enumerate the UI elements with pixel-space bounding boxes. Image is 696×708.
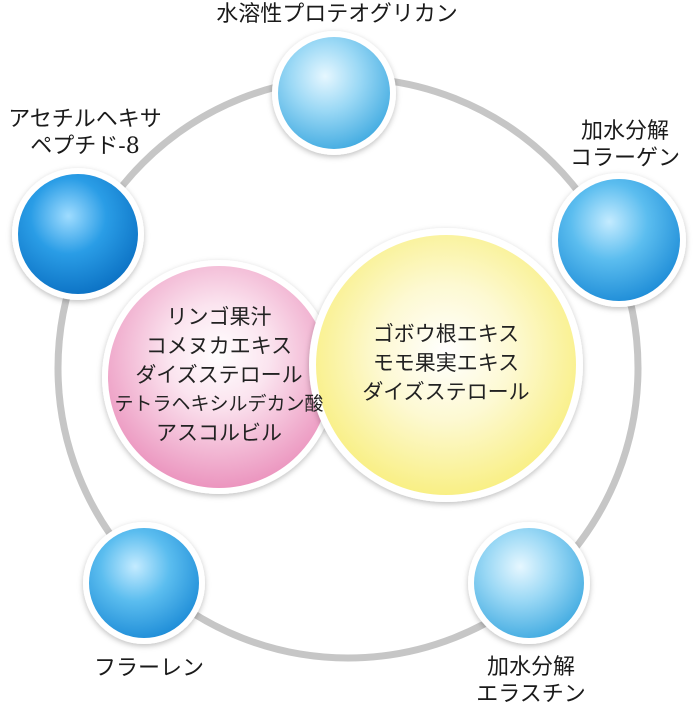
- label-lower-left-line-1: フラーレン: [93, 656, 204, 681]
- label-upper-right-line-1: 加水分解: [580, 119, 669, 144]
- label-lower-right-line-1: 加水分解: [486, 655, 575, 680]
- satellite-circle-upper-right: [552, 173, 686, 307]
- center-right-line-1: ゴボウ根エキス: [372, 322, 520, 346]
- center-left-line-1: リンゴ果汁: [166, 305, 272, 329]
- satellite-circle-upper-left: [12, 168, 144, 300]
- label-upper-right: 加水分解 コラーゲン: [555, 118, 695, 172]
- label-top-line-1: 水溶性プロテオグリカン: [216, 2, 458, 27]
- label-upper-right-line-2: コラーゲン: [569, 146, 680, 171]
- center-left-line-4: テトラヘキシルデカン酸: [114, 393, 324, 415]
- center-pink-circle: [102, 260, 336, 494]
- center-right-line-2: モモ果実エキス: [372, 351, 520, 375]
- label-top: 水溶性プロテオグリカン: [197, 1, 477, 28]
- center-right-text: ゴボウ根エキス モモ果実エキス ダイズステロール: [336, 320, 556, 407]
- label-lower-left: フラーレン: [84, 655, 214, 682]
- center-left-line-3: ダイズステロール: [135, 363, 303, 387]
- label-upper-left-line-1: アセチルヘキサ: [8, 107, 162, 132]
- satellite-circle-top: [272, 31, 396, 155]
- satellite-circle-lower-right: [468, 522, 590, 644]
- satellite-circle-lower-left: [83, 522, 205, 644]
- center-yellow-circle: [309, 228, 583, 502]
- label-upper-left-line-2: ペプチド-8: [30, 134, 140, 159]
- center-right-line-3: ダイズステロール: [362, 380, 530, 404]
- label-lower-right-line-2: エラスチン: [476, 682, 586, 707]
- center-left-line-2: コメヌカエキス: [145, 334, 293, 358]
- center-left-text: リンゴ果汁 コメヌカエキス ダイズステロール テトラヘキシルデカン酸 アスコルビ…: [104, 303, 334, 448]
- label-upper-left: アセチルヘキサ ペプチド-8: [0, 106, 170, 160]
- label-lower-right: 加水分解 エラスチン: [466, 654, 596, 708]
- center-left-line-5: アスコルビル: [156, 421, 282, 445]
